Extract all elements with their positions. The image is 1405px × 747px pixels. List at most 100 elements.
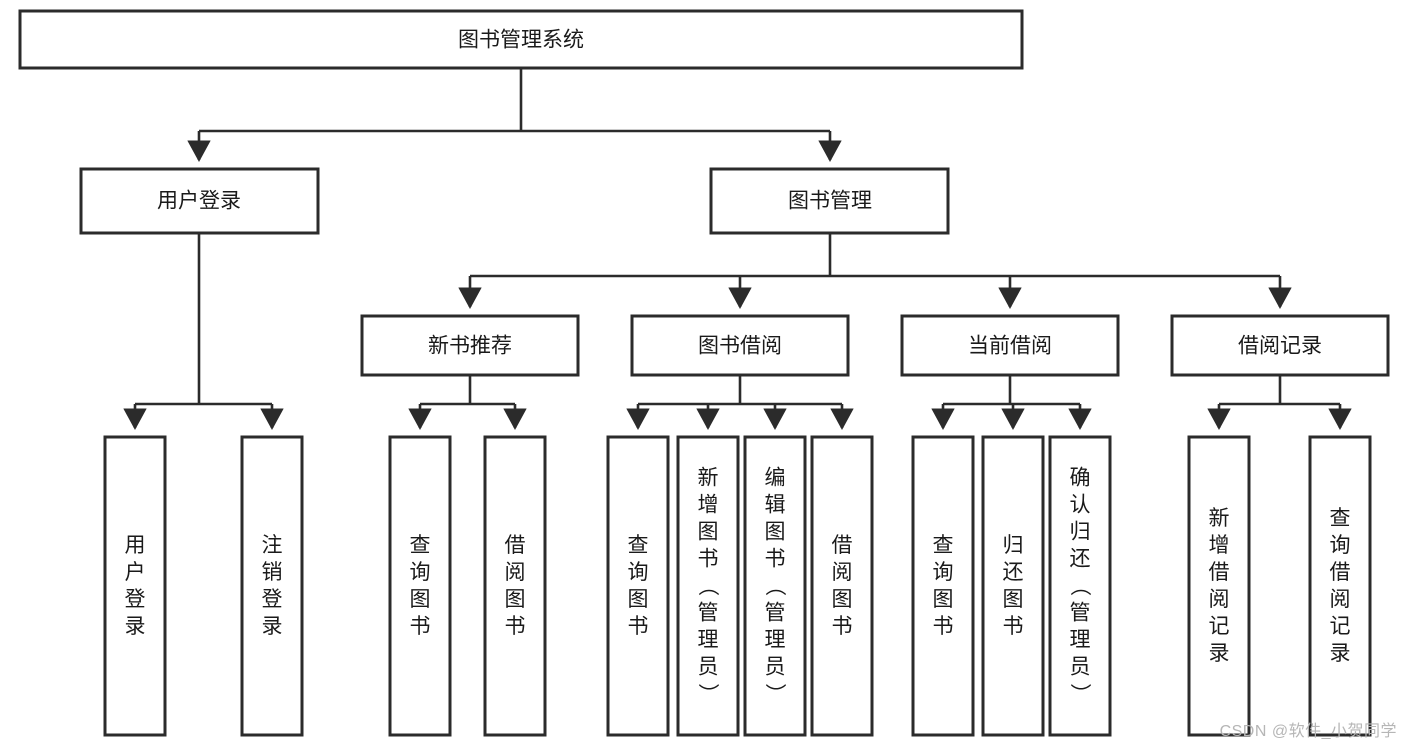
svg-text:书: 书 [832, 615, 853, 638]
svg-text:书: 书 [628, 615, 649, 638]
svg-text:图: 图 [933, 588, 954, 611]
svg-text:录: 录 [1330, 642, 1351, 665]
leaf-node-user-login[interactable] [103, 435, 167, 737]
svg-text:记: 记 [1330, 615, 1351, 638]
svg-text:员: 员 [1070, 656, 1091, 679]
svg-text:图: 图 [628, 588, 649, 611]
node-book-borrow[interactable]: 图书借阅 [630, 314, 850, 377]
svg-text:登: 登 [262, 588, 283, 611]
svg-text:理: 理 [1070, 629, 1091, 652]
svg-text:管: 管 [1070, 602, 1091, 625]
leaf-node-query-book-borrow[interactable] [606, 435, 670, 737]
svg-text:登: 登 [125, 588, 146, 611]
leaf-node-query-book-recommend[interactable] [388, 435, 452, 737]
svg-text:注: 注 [262, 534, 283, 557]
svg-text:图: 图 [765, 521, 786, 544]
svg-text:借: 借 [832, 534, 853, 557]
svg-text:查: 查 [410, 534, 431, 557]
svg-text:理: 理 [765, 629, 786, 652]
node-root[interactable]: 图书管理系统 [18, 9, 1024, 70]
leaf-node-return-book[interactable] [981, 435, 1045, 737]
leaf-node-logout-box [240, 435, 304, 737]
node-borrow-record[interactable]: 借阅记录 [1170, 314, 1390, 377]
leaf-node-borrow-book-box [810, 435, 874, 737]
leaf-node-return-book-box [981, 435, 1045, 737]
node-root-label: 图书管理系统 [458, 29, 584, 52]
svg-text:书: 书 [410, 615, 431, 638]
svg-text:询: 询 [628, 561, 649, 584]
svg-text:用: 用 [125, 534, 146, 557]
svg-text:还: 还 [1003, 561, 1024, 584]
leaf-node-query-borrow-record[interactable] [1308, 435, 1372, 737]
leaf-node-logout[interactable] [240, 435, 304, 737]
svg-text:（: （ [1068, 575, 1091, 596]
leaf-node-borrow-book-recommend[interactable] [483, 435, 547, 737]
connector-book-management-to-level3 [458, 233, 1292, 309]
node-user-login-box [79, 167, 320, 235]
svg-text:书: 书 [933, 615, 954, 638]
svg-text:询: 询 [410, 561, 431, 584]
leaf-node-user-login-box [103, 435, 167, 737]
svg-text:归: 归 [1003, 534, 1024, 557]
node-new-book-recommend-label: 新书推荐 [428, 335, 512, 358]
leaf-node-add-borrow-record[interactable] [1187, 435, 1251, 737]
node-book-management-label: 图书管理 [788, 190, 872, 213]
svg-text:）: ） [1068, 683, 1091, 704]
svg-text:询: 询 [933, 561, 954, 584]
svg-text:图: 图 [505, 588, 526, 611]
leaf-labels-layer: 用户登录注销登录查询图书借阅图书查询图书新增图书（管理员）编辑图书（管理员）借阅… [125, 467, 1351, 705]
node-current-borrow[interactable]: 当前借阅 [900, 314, 1120, 377]
leaf-node-borrow-book-recommend-box [483, 435, 547, 737]
svg-text:查: 查 [628, 534, 649, 557]
svg-text:归: 归 [1070, 521, 1091, 544]
leaf-node-add-book-admin-box [676, 435, 740, 737]
leaf-node-query-book-recommend-box [388, 435, 452, 737]
node-root-box [18, 9, 1024, 70]
leaf-node-query-book-current[interactable] [911, 435, 975, 737]
node-book-management[interactable]: 图书管理 [709, 167, 950, 235]
node-new-book-recommend[interactable]: 新书推荐 [360, 314, 580, 377]
svg-text:阅: 阅 [1330, 588, 1351, 611]
svg-text:图: 图 [698, 521, 719, 544]
svg-text:新: 新 [1209, 507, 1230, 530]
svg-text:（: （ [763, 575, 786, 596]
svg-text:查: 查 [1330, 507, 1351, 530]
svg-text:）: ） [696, 683, 719, 704]
svg-text:员: 员 [765, 656, 786, 679]
node-current-borrow-label: 当前借阅 [968, 335, 1052, 358]
svg-text:（: （ [696, 575, 719, 596]
svg-text:阅: 阅 [832, 561, 853, 584]
node-user-login[interactable]: 用户登录 [79, 167, 320, 235]
svg-text:确: 确 [1070, 467, 1091, 490]
svg-text:理: 理 [698, 629, 719, 652]
leaf-node-query-book-borrow-box [606, 435, 670, 737]
connector-current-borrow-to-leaves [931, 375, 1092, 430]
svg-text:记: 记 [1209, 615, 1230, 638]
svg-text:增: 增 [698, 494, 719, 517]
svg-text:询: 询 [1330, 534, 1351, 557]
svg-text:借: 借 [1330, 561, 1351, 584]
svg-text:借: 借 [505, 534, 526, 557]
leaf-node-borrow-book[interactable] [810, 435, 874, 737]
node-book-borrow-label: 图书借阅 [698, 335, 782, 358]
leaf-node-edit-book-admin[interactable] [743, 435, 807, 737]
node-user-login-label: 用户登录 [157, 190, 241, 213]
svg-text:查: 查 [933, 534, 954, 557]
leaf-node-confirm-return-admin[interactable] [1048, 435, 1112, 737]
leaf-node-query-borrow-record-box [1308, 435, 1372, 737]
leaf-node-add-book-admin[interactable] [676, 435, 740, 737]
svg-text:录: 录 [1209, 642, 1230, 665]
leaf-node-query-book-current-box [911, 435, 975, 737]
svg-text:员: 员 [698, 656, 719, 679]
svg-text:还: 还 [1070, 548, 1091, 571]
svg-text:录: 录 [125, 615, 146, 638]
svg-text:新: 新 [698, 467, 719, 490]
svg-text:书: 书 [698, 548, 719, 571]
svg-text:录: 录 [262, 615, 283, 638]
